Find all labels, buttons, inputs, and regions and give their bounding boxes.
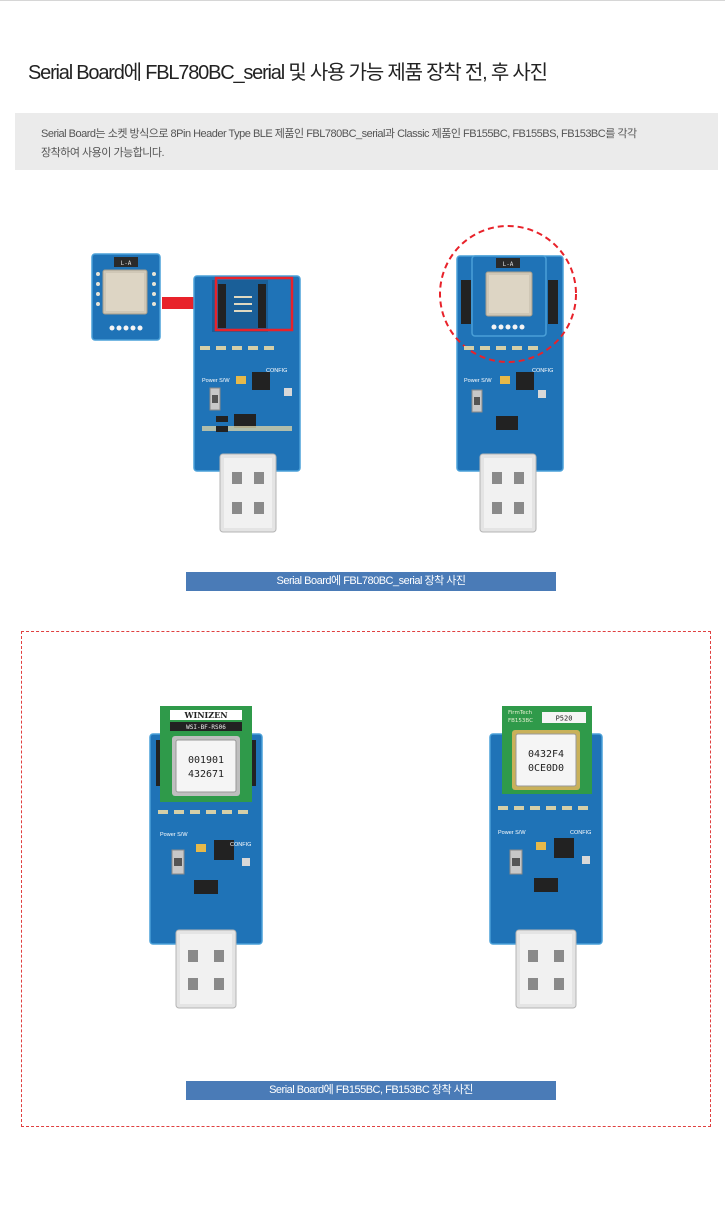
svg-text:Power S/W: Power S/W <box>160 832 188 838</box>
svg-text:WSI-BF-RS06: WSI-BF-RS06 <box>186 724 226 731</box>
svg-text:0432F4: 0432F4 <box>528 749 564 760</box>
svg-text:L-A: L-A <box>121 260 132 267</box>
svg-text:CONFIG: CONFIG <box>532 368 553 374</box>
svg-text:Power S/W: Power S/W <box>464 378 492 384</box>
info-note-line-1: Serial Board는 소켓 방식으로 8Pin Header Type B… <box>41 128 637 140</box>
svg-text:0CE0D0: 0CE0D0 <box>528 763 564 774</box>
svg-text:001901: 001901 <box>188 755 224 766</box>
svg-text:Power S/W: Power S/W <box>202 378 230 384</box>
svg-text:WINIZEN: WINIZEN <box>183 710 227 720</box>
top-rule <box>0 0 725 1</box>
svg-text:FB153BC: FB153BC <box>508 718 533 724</box>
svg-text:CONFIG: CONFIG <box>570 830 591 836</box>
svg-text:432671: 432671 <box>188 769 224 780</box>
serial-board-before-photo: CONFIG Power S/W <box>193 275 301 533</box>
serial-board-fb153bc-photo: FirmTech FB153BC P520 0432F4 0CE0D0 CONF… <box>489 706 603 1009</box>
section2-caption: Serial Board에 FB155BC, FB153BC 장착 사진 <box>186 1081 556 1100</box>
fbl780bc-module-photo: L-A <box>91 253 161 341</box>
svg-text:CONFIG: CONFIG <box>230 842 251 848</box>
section2-frame <box>21 631 711 1127</box>
svg-text:Power S/W: Power S/W <box>498 830 526 836</box>
section1-caption: Serial Board에 FBL780BC_serial 장착 사진 <box>186 572 556 591</box>
svg-text:CONFIG: CONFIG <box>266 368 287 374</box>
svg-text:FirmTech: FirmTech <box>508 710 533 716</box>
svg-text:P520: P520 <box>556 715 573 723</box>
serial-board-fb155bc-photo: WINIZEN WSI-BF-RS06 001901 432671 CONFIG… <box>149 706 263 1009</box>
svg-text:L-A: L-A <box>503 261 514 268</box>
info-note-line-2: 장착하여 사용이 가능합니다. <box>41 147 165 159</box>
serial-board-after-photo: L-A CONFIG Power S/W <box>439 225 577 533</box>
info-note: Serial Board는 소켓 방식으로 8Pin Header Type B… <box>15 113 718 170</box>
page-title: Serial Board에 FBL780BC_serial 및 사용 가능 제품… <box>28 62 548 84</box>
info-note-text: Serial Board는 소켓 방식으로 8Pin Header Type B… <box>41 125 701 163</box>
